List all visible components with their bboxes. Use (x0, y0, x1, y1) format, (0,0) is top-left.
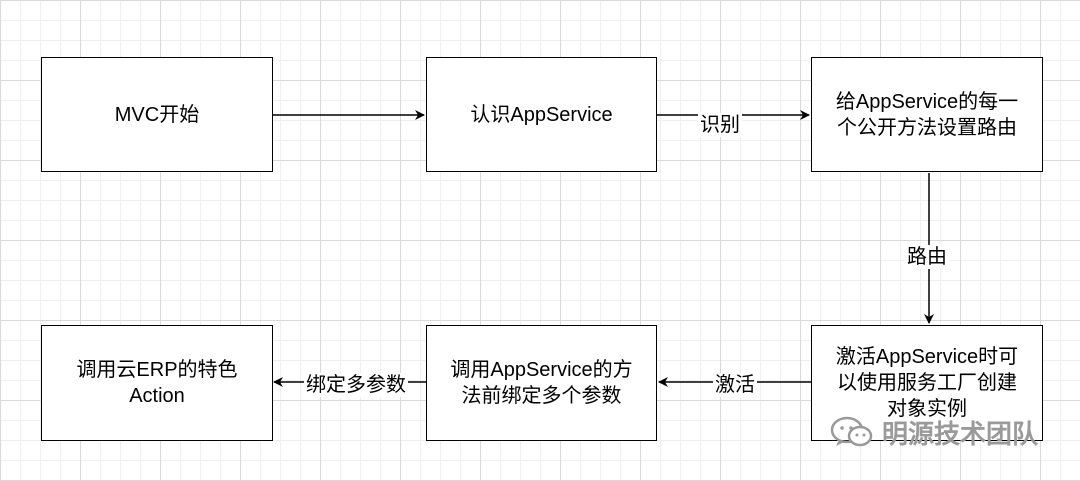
watermark: 明源技术团队 (830, 414, 1038, 450)
node-recognize-appservice[interactable]: 认识AppService (426, 57, 657, 172)
node-set-route[interactable]: 给AppService的每一 个公开方法设置路由 (811, 57, 1043, 172)
watermark-text: 明源技术团队 (882, 418, 1039, 449)
node-set-route-label: 给AppService的每一 个公开方法设置路由 (835, 90, 1019, 139)
node-cloud-erp-action-label: 调用云ERP的特色 Action (76, 359, 238, 407)
node-activate-appservice[interactable]: 激活AppService时可 以使用服务工厂创建 对象实例 (811, 325, 1043, 441)
wechat-icon (830, 416, 873, 447)
edge-label-bind-params: 绑定多参数 (304, 373, 408, 397)
node-mvc-start-label: MVC开始 (114, 103, 200, 126)
node-bind-params[interactable]: 调用AppService的方 法前绑定多个参数 (426, 325, 657, 441)
node-bind-params-label: 调用AppService的方 法前绑定多个参数 (450, 359, 633, 407)
edge-label-activate: 激活 (713, 373, 757, 397)
edge-label-recognize: 识别 (698, 113, 742, 137)
node-mvc-start[interactable]: MVC开始 (41, 57, 273, 172)
node-recognize-appservice-label: 认识AppService (470, 103, 613, 126)
edge-label-route: 路由 (905, 245, 949, 269)
node-cloud-erp-action[interactable]: 调用云ERP的特色 Action (41, 325, 273, 441)
node-activate-appservice-label: 激活AppService时可 以使用服务工厂创建 对象实例 (835, 346, 1019, 420)
